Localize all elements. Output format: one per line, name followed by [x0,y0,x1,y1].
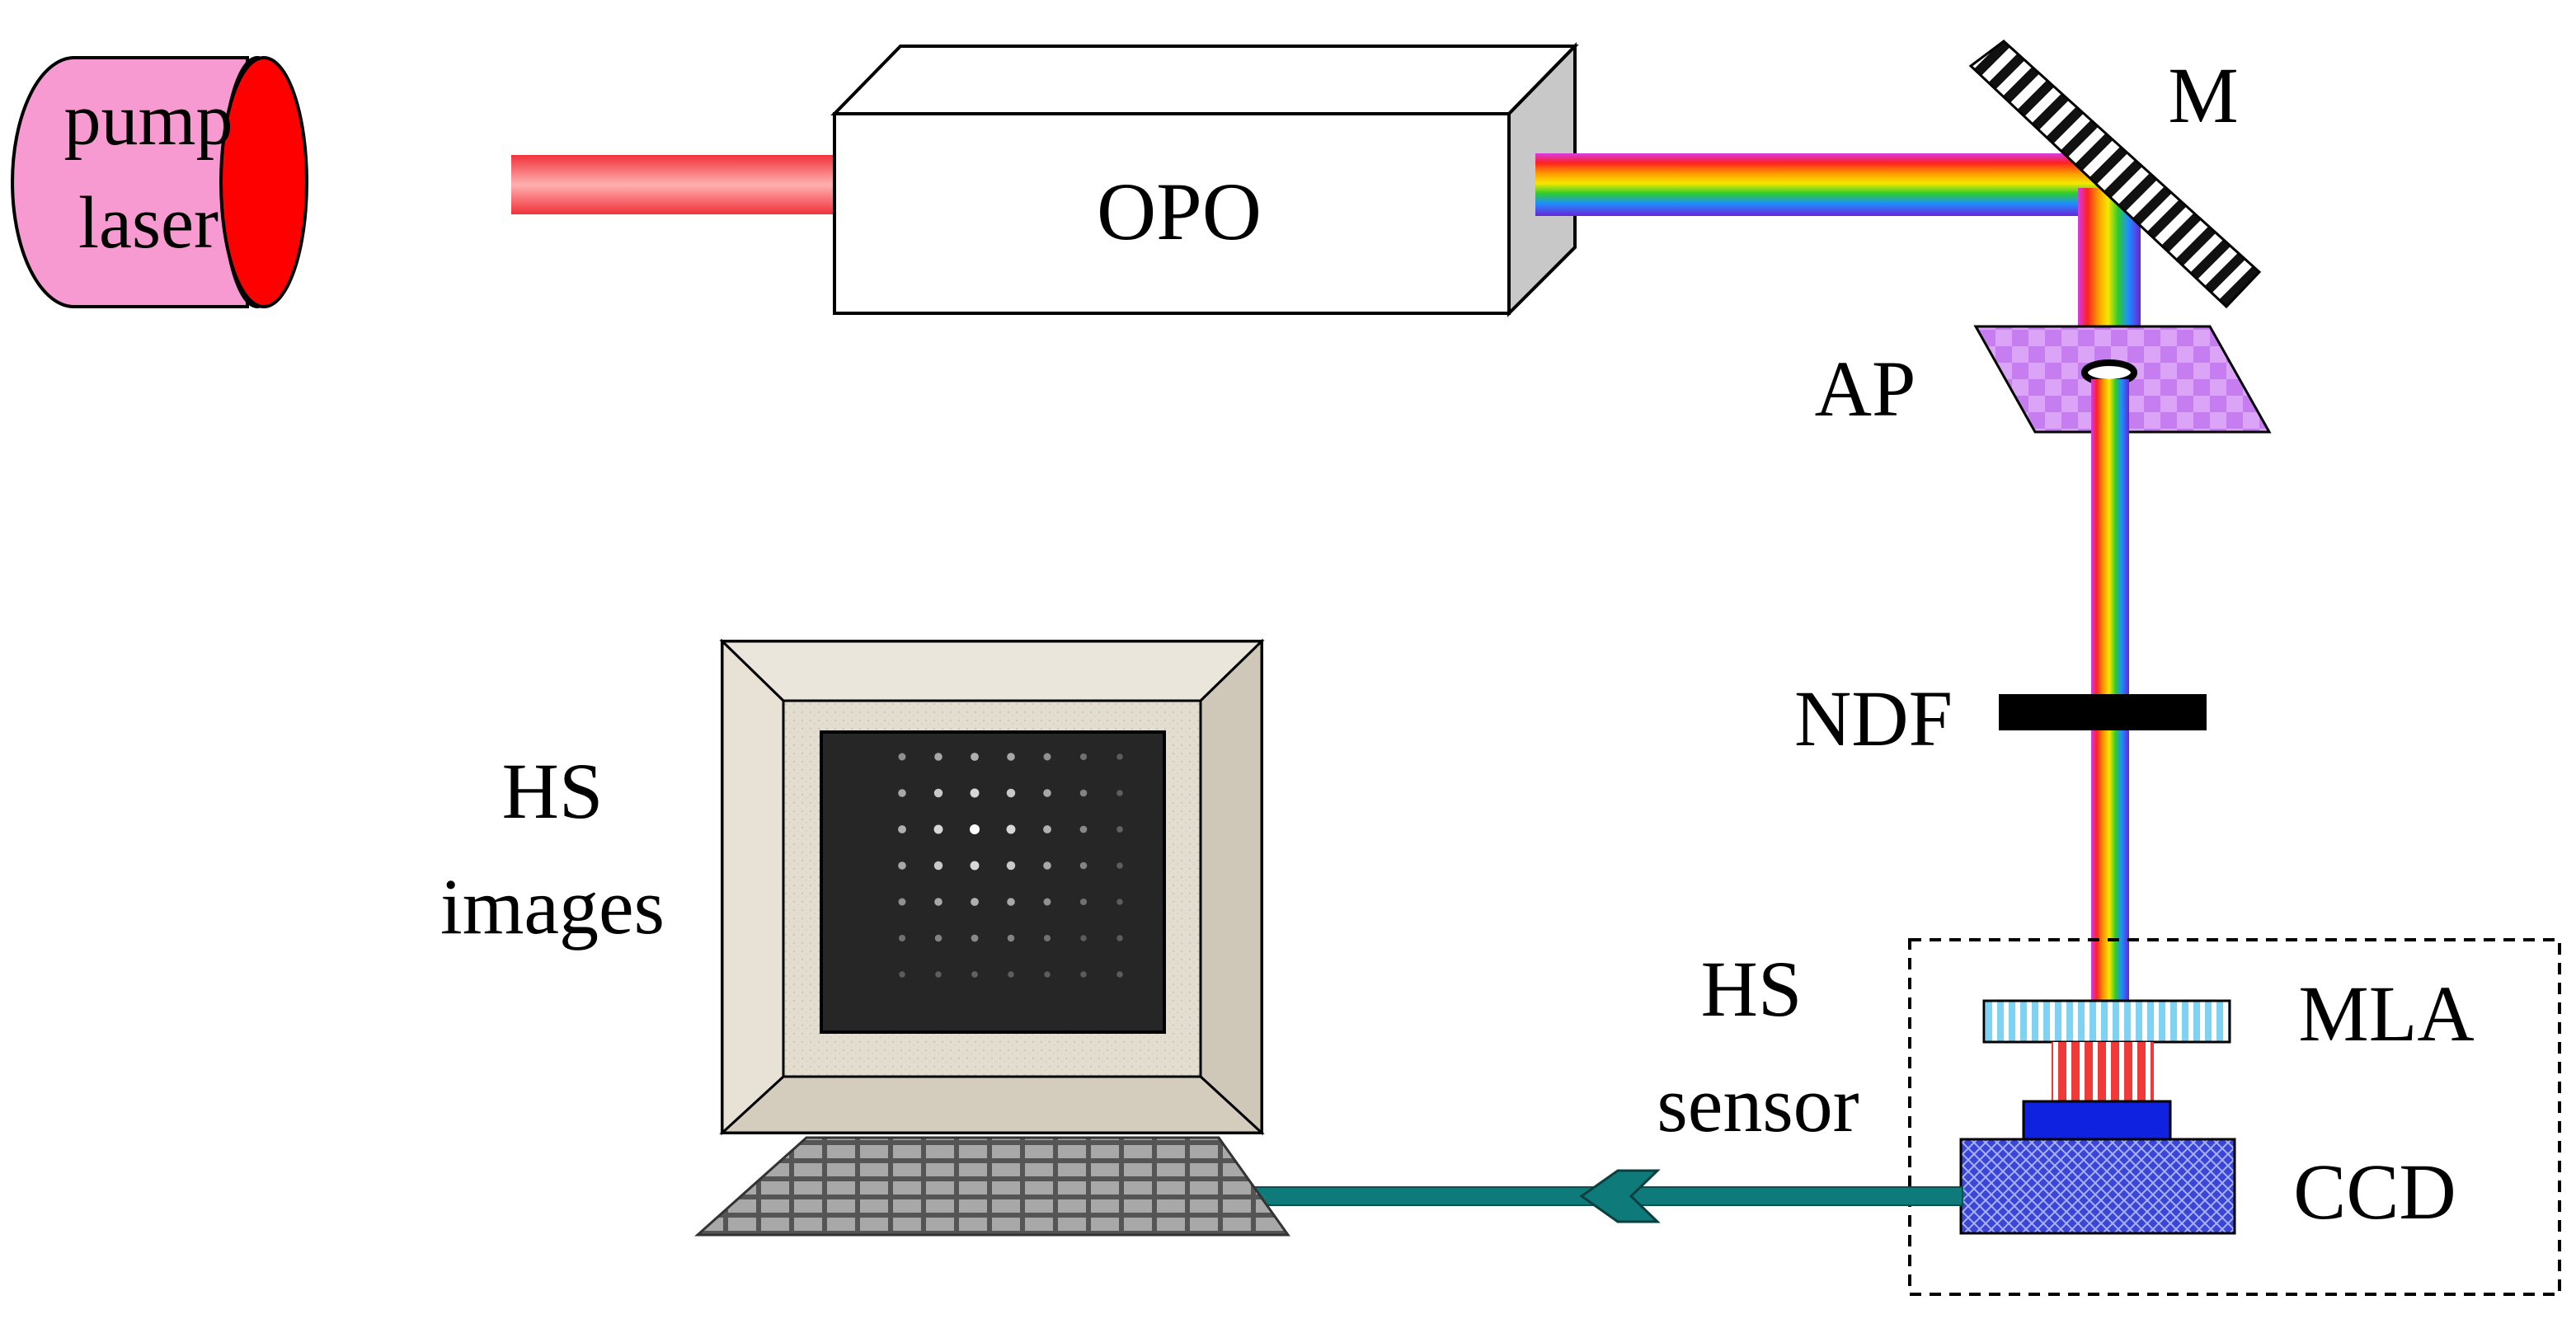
spot [1116,899,1123,905]
laser-body [11,56,249,308]
opo-label: OPO [1097,166,1262,257]
spot [899,971,905,978]
mirror-label: M [2168,51,2238,139]
filter-bar-icon [1999,694,2207,730]
mirror: M [1968,40,2262,309]
aperture: AP [1815,325,2272,434]
spot [970,861,980,871]
pump-laser-label-line2: laser [78,182,219,264]
hs-sensor-label-line2: sensor [1657,1060,1859,1148]
ccd-label: CCD [2293,1148,2456,1236]
spot [898,753,906,761]
hatched-mirror-icon [1968,40,2262,309]
spot [1116,790,1123,796]
hs-images-label-line1: HS [502,747,604,835]
spot [1006,861,1016,871]
spot [1116,826,1123,833]
ccd-chip [1959,1138,2236,1235]
arrow-left-icon [1579,1169,1661,1223]
spot [898,898,906,906]
microlens-array [1982,999,2231,1044]
ccd-cover [2022,1100,2172,1141]
hs-sensor-label-line1: HS [1701,945,1803,1033]
aperture-label: AP [1815,345,1916,433]
spot [1043,861,1051,870]
neutral-density-filter: NDF [1794,674,2207,763]
spot [934,753,942,761]
spot [1043,825,1051,833]
spot [1006,824,1016,834]
spot [1044,971,1051,978]
hs-images-label-line2: images [440,862,665,951]
hs-sensor-boundary [1908,938,2561,1296]
spot [1116,935,1123,941]
ndf-label: NDF [1794,674,1953,763]
spot [898,789,906,797]
spot [1079,898,1088,906]
spot [1043,898,1051,906]
spot [1116,971,1123,978]
spot [1007,898,1015,906]
laser-aperture-face [219,56,308,308]
pump-beam [511,155,834,214]
spot [934,898,942,906]
spot [1008,971,1014,978]
data-cable [1203,1169,1963,1223]
rainbow-beam-horizontal [1535,153,2113,216]
spot [1116,862,1123,869]
spot [970,788,980,798]
focused-beamlets [2052,1042,2154,1101]
spot [1006,788,1016,798]
mla-label: MLA [2298,969,2474,1058]
pump-laser: pump laser [11,56,308,308]
spot [933,824,943,834]
spot [898,861,906,870]
rainbow-beam-vertical-lower [2091,379,2129,1002]
hartmann-spot-pattern [898,753,1123,978]
spot [935,971,942,978]
spot [1116,753,1123,760]
spot [1080,935,1087,941]
spot [1079,825,1088,833]
spot [1079,789,1088,797]
spot [1080,971,1087,978]
computer-monitor-icon [719,638,1265,1136]
spot [1043,789,1051,797]
spot [1007,934,1015,942]
spot [970,824,980,834]
spot [933,861,943,871]
spot [933,788,943,798]
spot [1043,934,1051,942]
spot [1079,861,1088,870]
pump-laser-label-line1: pump [63,79,233,161]
spot [1079,753,1088,761]
spot [898,934,906,942]
spot [1007,753,1015,761]
spot [971,971,978,978]
spot [934,934,942,942]
spot [971,934,979,942]
hs-sensor: MLA CCD HS sensor [1657,938,2561,1296]
monitor-screen [820,730,1166,1034]
opo-box: OPO [830,42,1579,317]
spot [898,825,906,833]
spot [971,898,979,906]
spot [1043,753,1051,761]
keyboard-icon [694,1136,1290,1237]
spot [971,753,979,761]
